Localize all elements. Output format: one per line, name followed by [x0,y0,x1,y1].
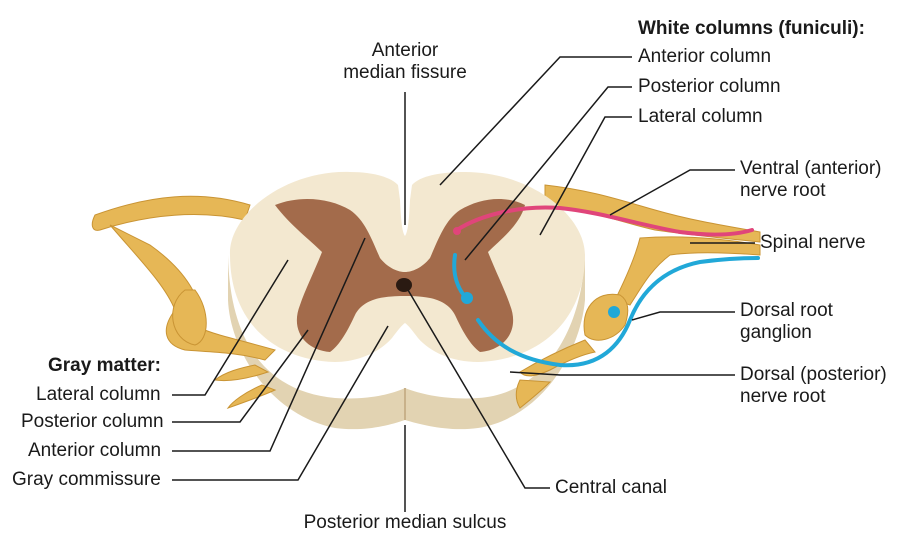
label-anterior-median-fissure: Anterior median fissure [343,40,467,84]
label-spinal-nerve: Spinal nerve [760,232,866,254]
label-dorsal-root-ganglion: Dorsal root ganglion [740,300,833,344]
heading-white-columns: White columns (funiculi): [638,18,865,40]
label-dorsal-root-ganglion-line1: Dorsal root [740,300,833,322]
label-dorsal-root-line1: Dorsal (posterior) [740,364,887,386]
label-anterior-median-fissure-line1: Anterior [343,40,467,62]
label-posterior-median-sulcus: Posterior median sulcus [304,512,507,534]
label-gray-posterior-column: Posterior column [21,411,164,433]
heading-gray-matter: Gray matter: [48,355,161,377]
label-central-canal: Central canal [555,477,667,499]
dorsal-fiber-neuron-central [461,292,473,304]
label-white-anterior-column: Anterior column [638,46,771,68]
dorsal-fiber-neuron-ganglion [608,306,620,318]
label-gray-anterior-column: Anterior column [28,440,161,462]
central-canal-shape [396,278,412,292]
label-dorsal-root-ganglion-line2: ganglion [740,322,833,344]
leader-dorsal-root-ganglion [632,312,735,320]
label-gray-lateral-column: Lateral column [36,384,161,406]
label-ventral-root-line1: Ventral (anterior) [740,158,882,180]
label-dorsal-root-line2: nerve root [740,386,887,408]
label-gray-commissure: Gray commissure [12,469,161,491]
label-ventral-root: Ventral (anterior) nerve root [740,158,882,202]
label-anterior-median-fissure-line2: median fissure [343,62,467,84]
label-ventral-root-line2: nerve root [740,180,882,202]
label-white-posterior-column: Posterior column [638,76,781,98]
ventral-root-fiber-end [453,227,461,235]
label-white-lateral-column: Lateral column [638,106,763,128]
label-dorsal-root: Dorsal (posterior) nerve root [740,364,887,408]
